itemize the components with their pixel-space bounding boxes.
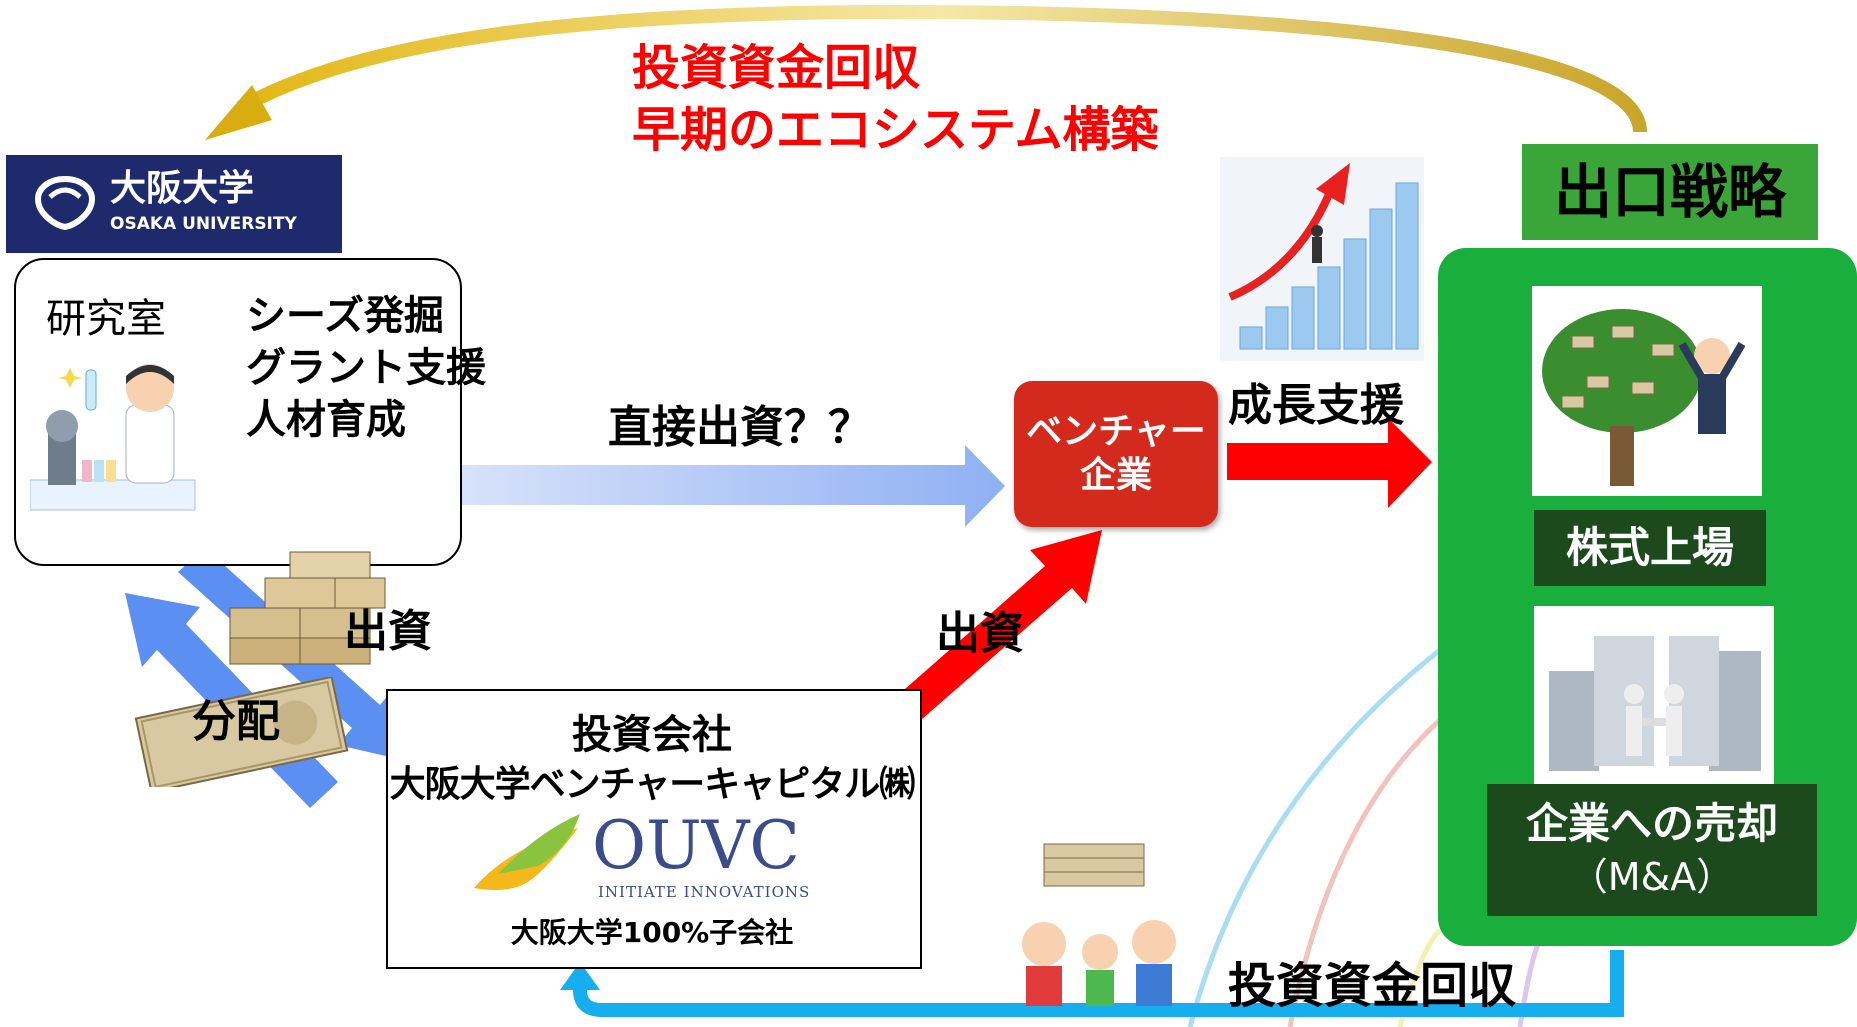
lab-title: 研究室 <box>46 296 166 342</box>
top-caption-line2: 早期のエコシステム構築 <box>632 102 1159 158</box>
ma-label-line2: （M&A） <box>1569 855 1735 899</box>
top-caption-line1: 投資資金回収 <box>632 40 921 96</box>
bottom-return-arrowhead <box>560 962 600 990</box>
ouvc-tagline: INITIATE INNOVATIONS <box>598 883 811 901</box>
ouvc-logo-text: OUVC <box>592 807 800 884</box>
vc-heading: 投資会社 <box>572 712 732 758</box>
vc-company-box <box>386 689 922 969</box>
lab-activity: 人材育成 <box>246 397 406 443</box>
researcher-illustration <box>30 364 196 511</box>
money-tree-illustration <box>1532 286 1762 496</box>
ma-label-box: 企業への売却 （M&A） <box>1487 784 1817 916</box>
vc-name: 大阪大学ベンチャーキャピタル㈱ <box>389 764 916 805</box>
top-return-arrow <box>236 4 1647 133</box>
bottom-return-label: 投資資金回収 <box>1228 958 1517 1014</box>
lab-activity: シーズ発掘 <box>246 293 444 339</box>
growth-support-arrow <box>1227 418 1432 508</box>
lab-box <box>14 258 462 566</box>
exit-strategy-title: 出口戦略 <box>1522 144 1818 240</box>
lab-activities: シーズ発掘 グラント支援 人材育成 <box>246 290 486 446</box>
growth-chart-illustration <box>1220 157 1424 361</box>
stock-listing-label: 株式上場 <box>1534 510 1766 586</box>
university-logo-banner: 大阪大学 OSAKA UNIVERSITY <box>6 155 342 253</box>
investment-left-label: 出資 <box>344 606 432 657</box>
ouvc-leaf-logo-icon <box>474 814 580 890</box>
venture-company-box: ベンチャー 企業 <box>1014 381 1218 527</box>
bottom-return-path <box>573 950 1624 1017</box>
growth-support-label: 成長支援 <box>1228 380 1404 431</box>
top-return-arrowhead <box>205 85 272 140</box>
decor-arc-pink <box>1287 718 1442 1027</box>
venture-label-line2: 企業 <box>1079 455 1152 496</box>
vc-subsidiary-note: 大阪大学100%子会社 <box>510 916 794 949</box>
handshake-buildings-illustration <box>1534 606 1774 786</box>
ma-label-line1: 企業への売却 <box>1525 799 1778 848</box>
happy-investors-illustration <box>1022 843 1176 1006</box>
venture-label-line1: ベンチャー <box>1026 411 1206 452</box>
university-name: 大阪大学 <box>110 168 255 209</box>
decor-arc-blue <box>1187 648 1442 1027</box>
university-name-en: OSAKA UNIVERSITY <box>110 214 297 234</box>
money-stack-illustration <box>229 551 386 665</box>
distribution-label: 分配 <box>192 696 280 747</box>
investment-right-label: 出資 <box>936 608 1024 659</box>
direct-investment-label: 直接出資？？ <box>608 402 872 453</box>
banknote-illustration <box>134 677 349 787</box>
direct-investment-arrow <box>418 445 1005 527</box>
investment-arrow-right <box>872 530 1102 740</box>
university-emblem-icon <box>34 175 96 231</box>
lab-activity: グラント支援 <box>246 345 486 391</box>
